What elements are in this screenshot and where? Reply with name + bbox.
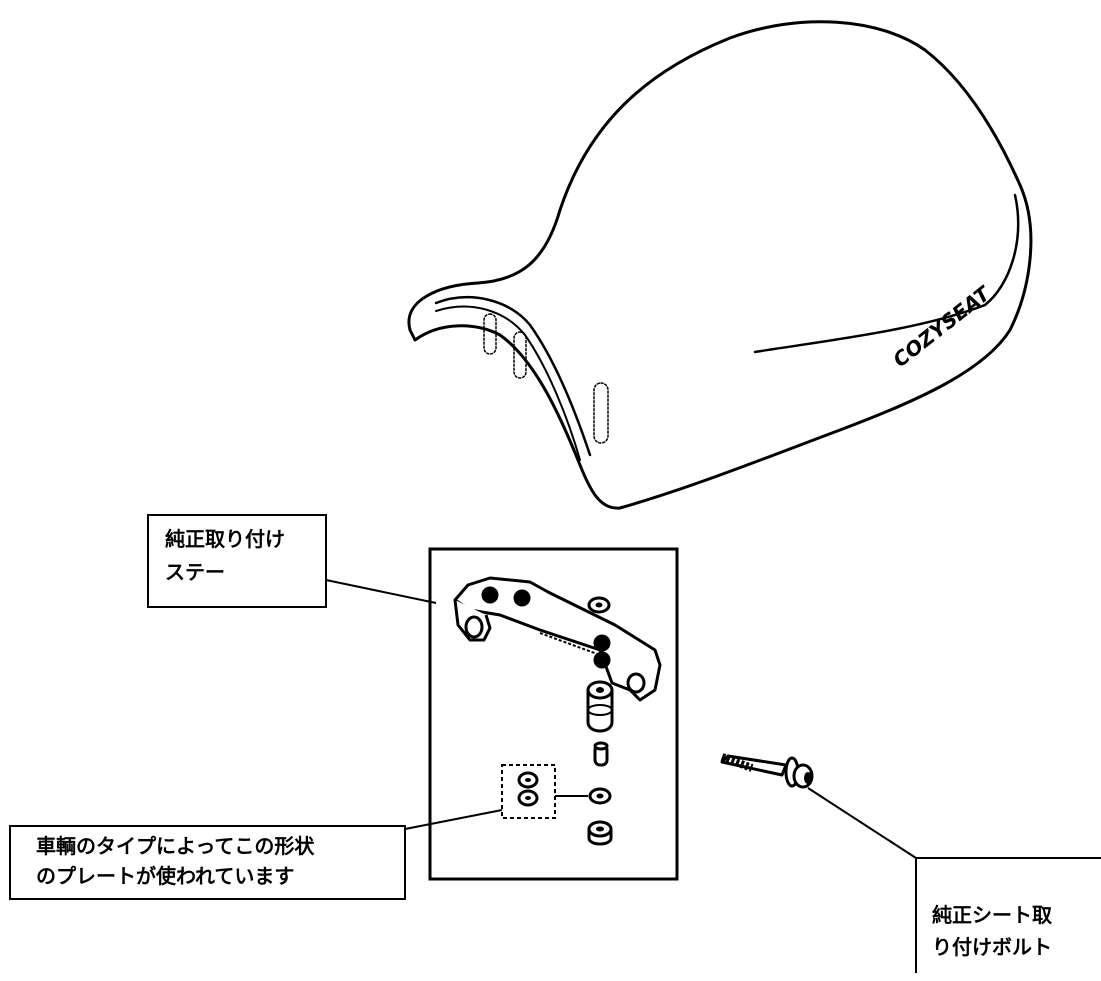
parts-box (428, 547, 679, 881)
stay-bracket (453, 576, 662, 702)
callout-stay-line2: ステー (165, 560, 225, 584)
nut (587, 820, 613, 846)
seat-lip-curve (434, 296, 592, 457)
seat-bolt (720, 753, 814, 789)
washer-top (587, 596, 611, 614)
collar (593, 741, 609, 767)
callout-bolt: 純正シート取 り付けボルト (807, 787, 1101, 973)
callout-plate-line1: 車輌のタイプによってこの形状 (36, 834, 315, 858)
bolt-shaft (720, 754, 788, 777)
callout-plate: 車輌のタイプによってこの形状 のプレートが使われています (9, 809, 503, 900)
callout-bolt-line2: り付けボルト (932, 935, 1052, 959)
motorcycle-seat: COZYSEAT (407, 20, 1033, 510)
callout-stay-line1: 純正取り付け (165, 527, 285, 551)
seat-outline (407, 20, 1033, 510)
callout-bolt-line1: 純正シート取 (932, 903, 1052, 927)
callout-plate-line2: のプレートが使われています (36, 864, 294, 888)
washer-lower (588, 787, 612, 805)
bolt-thread (720, 753, 754, 772)
rubber-grommet (586, 680, 614, 733)
seat-mount-hooks (483, 313, 609, 444)
callout-stay: 純正取り付け ステー (147, 514, 437, 608)
plate-box (501, 764, 588, 819)
seat-lip-curve-2 (435, 305, 581, 461)
seat-piping (753, 193, 1020, 354)
figure8-plate (517, 771, 539, 807)
